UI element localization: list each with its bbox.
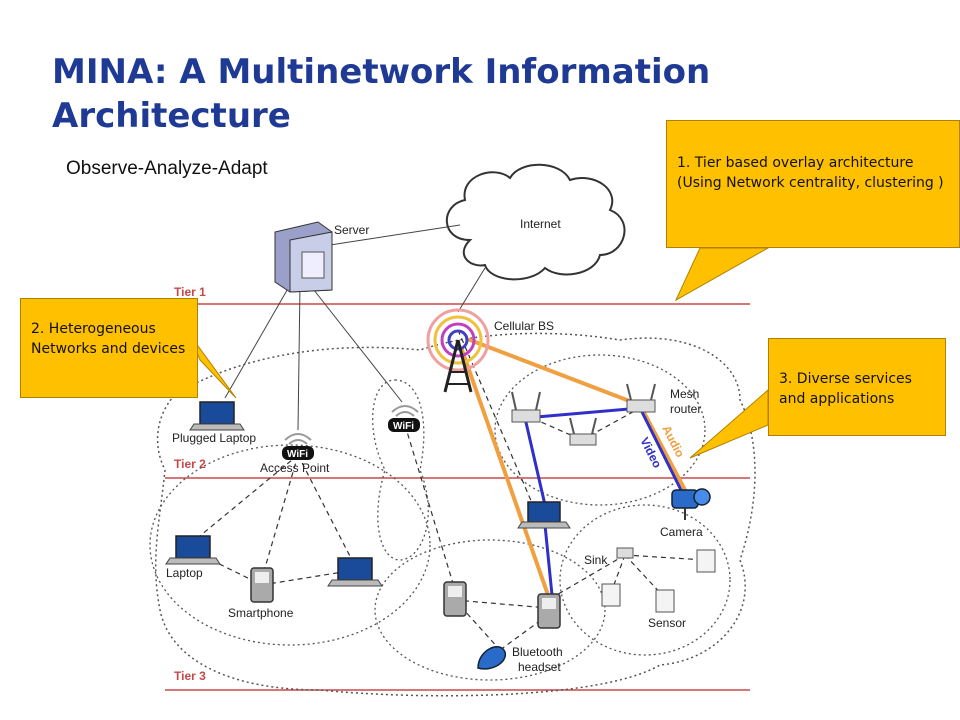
server-wifi-link [309, 284, 403, 403]
laptop-right-icon [327, 557, 383, 587]
sink-icon [616, 547, 634, 559]
access-point-label: Access Point [260, 461, 330, 475]
laptop-icon [165, 535, 221, 565]
tier3-label: Tier 3 [174, 669, 206, 683]
mesh-router-icon [511, 383, 656, 446]
media-links [460, 338, 687, 597]
cellular-bs-icon [426, 308, 490, 393]
tier2-label: Tier 2 [174, 457, 206, 471]
slide-subtitle: Observe-Analyze-Adapt [66, 158, 268, 179]
callout3-pointer [689, 388, 769, 459]
mesh-laptop-icon [517, 501, 571, 529]
bluetooth-network-cloud [374, 539, 606, 681]
outer-network-cloud [154, 332, 756, 697]
server-laptop-link [224, 284, 291, 399]
callout1-pointer [674, 247, 770, 302]
bluetooth-label-line1: Bluetooth [512, 645, 563, 659]
callout-services: 3. Diverse services and applications [768, 338, 946, 436]
wifi-hotspot-wifi-text: WiFi [393, 421, 414, 432]
wifi-hotspot-cloud [372, 379, 429, 561]
server-internet-link [329, 224, 461, 246]
camera-label: Camera [660, 525, 703, 539]
smartphone-icon [250, 567, 274, 603]
plugged-laptop-icon [189, 401, 245, 431]
callout-tier-overlay: 1. Tier based overlay architecture (Usin… [666, 120, 960, 248]
wifi-network-cloud [149, 444, 431, 646]
wifi-hotspot-icon: WiFi [388, 405, 420, 432]
mesh-router-label-line2: router [670, 402, 701, 416]
phone-right-icon [537, 593, 561, 629]
server-icon [274, 221, 333, 293]
sensor-label: Sensor [648, 616, 686, 630]
laptop-label: Laptop [166, 566, 203, 580]
sink-label: Sink [584, 553, 608, 567]
server-label: Server [334, 223, 369, 237]
internet-bs-link [457, 267, 486, 313]
sensor-icon [601, 549, 716, 613]
mesh-network-cloud [494, 354, 706, 506]
tier1-label: Tier 1 [174, 285, 206, 299]
plugged-laptop-label: Plugged Laptop [172, 431, 256, 445]
sensor-network-cloud [559, 504, 731, 656]
server-ap-link [297, 284, 301, 431]
internet-cloud-icon [445, 163, 626, 281]
bluetooth-headset-icon [477, 646, 507, 670]
smartphone-label: Smartphone [228, 606, 294, 620]
phone-left-icon [443, 581, 467, 617]
mesh-router-label-line1: Mesh [670, 387, 699, 401]
internet-label: Internet [520, 217, 561, 231]
access-point-icon: WiFi [282, 433, 314, 460]
access-point-wifi-text: WiFi [287, 449, 308, 460]
callout-heterogeneous: 2. Heterogeneous Networks and devices [20, 298, 198, 398]
bluetooth-label-line2: headset [518, 660, 561, 674]
camera-icon [671, 488, 711, 520]
cellular-bs-label: Cellular BS [494, 319, 554, 333]
slide-title: MINA: A Multinetwork Information Archite… [52, 52, 711, 136]
